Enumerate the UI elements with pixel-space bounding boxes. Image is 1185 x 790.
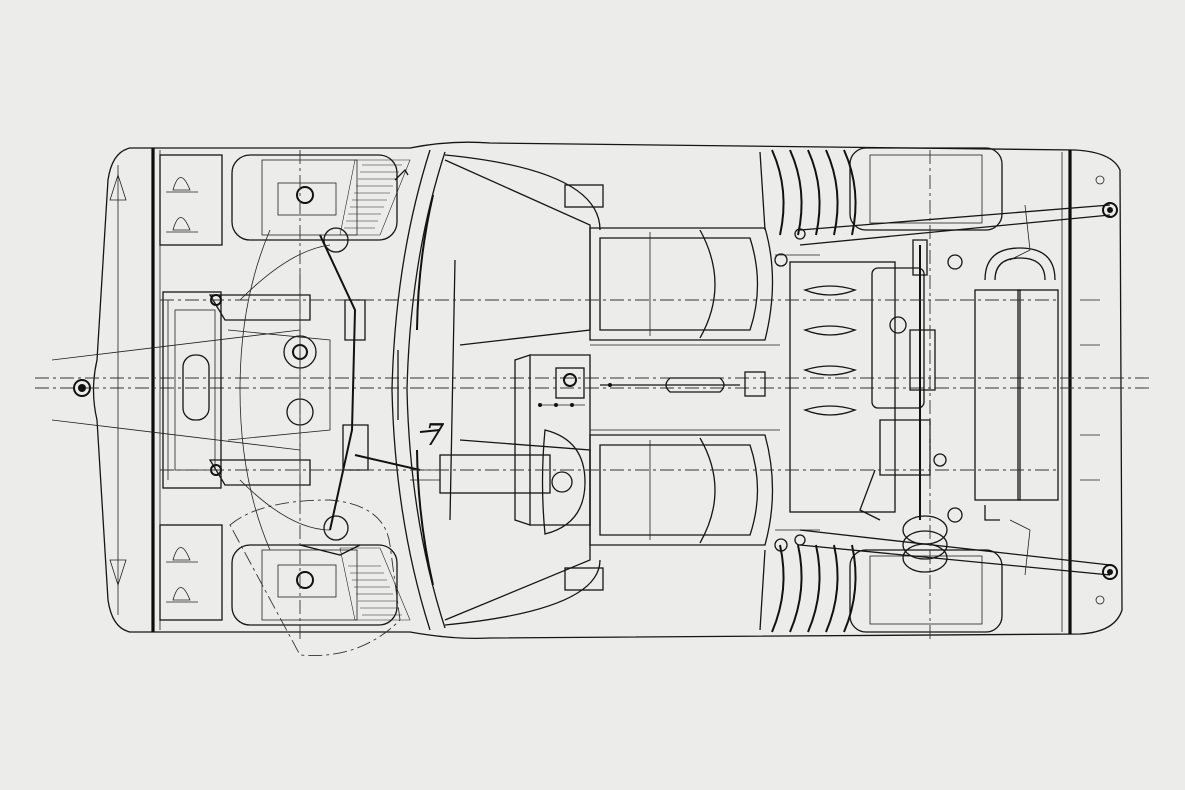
front-corner-marks (109, 154, 223, 621)
rear-suspension (799, 204, 1111, 576)
rear-drum (902, 507, 963, 573)
rear-tank (974, 247, 1059, 521)
drawing-marking: 7 (425, 418, 445, 453)
seat-left (564, 184, 774, 341)
transmission-tunnel (590, 344, 780, 431)
body-outline (35, 141, 1150, 640)
front-emblem (73, 379, 91, 397)
rear-louvers (759, 149, 857, 633)
radiator-block (162, 291, 222, 489)
centerlines (160, 150, 1060, 640)
front-wheel-left (231, 154, 411, 241)
rear-wheel-right (849, 549, 1003, 633)
rear-wheel-left (849, 147, 1003, 231)
windshield-dashboard (391, 149, 601, 631)
engine-block (774, 228, 963, 552)
front-wheel-right (229, 499, 411, 656)
rear-mount-points (1080, 175, 1118, 605)
center-console: 7 (410, 354, 591, 535)
front-suspension (208, 227, 421, 556)
seat-right (564, 434, 774, 591)
